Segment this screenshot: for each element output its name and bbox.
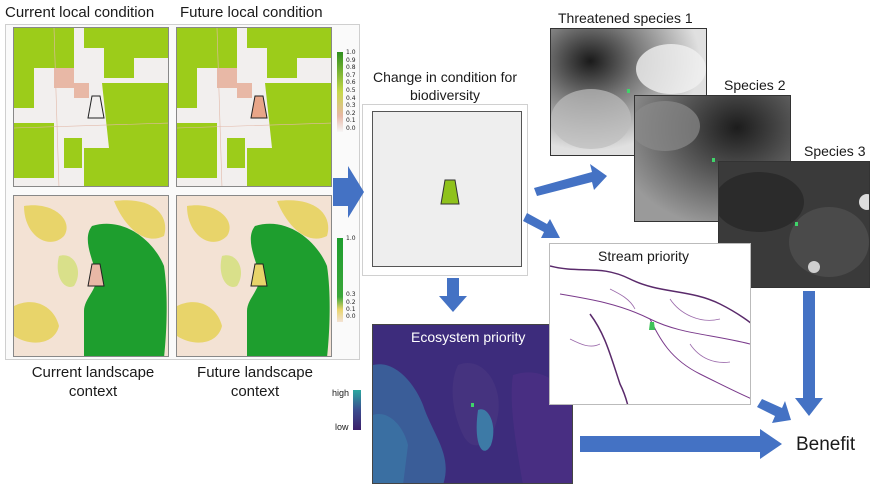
change-title: Change in condition for biodiversity [373, 69, 517, 103]
legend-tick-label: 0.0 [346, 313, 356, 320]
threatened-title: Threatened species 1 [558, 10, 693, 26]
legend-local-colorbar [337, 52, 343, 132]
legend-tick-label: 0.6 [346, 79, 356, 87]
future-landscape-map-image [177, 196, 331, 356]
ecosystem-legend: high low [332, 386, 372, 432]
legend-tick-label: 0.2 [346, 109, 356, 117]
species3-map-image [719, 162, 869, 287]
legend-tick-label: 1.0 [346, 49, 356, 56]
legend-tick-label: 0.7 [346, 71, 356, 79]
stream-map-image [550, 265, 750, 404]
future-local-map [176, 27, 332, 187]
legend-high-label: high [332, 388, 350, 398]
legend-tick-label: 0.4 [346, 94, 356, 102]
legend-tick-label: 1.0 [346, 235, 356, 242]
legend-tick-label: 0.8 [346, 64, 356, 72]
legend-tick-label: 0.1 [346, 117, 356, 125]
current-landscape-map [13, 195, 169, 357]
arrow-species-to-benefit [795, 291, 823, 416]
future-landscape-title: Future landscape context [197, 364, 313, 400]
current-local-title: Current local condition [5, 4, 155, 21]
current-local-map-image [14, 28, 168, 186]
stream-title: Stream priority [598, 248, 690, 264]
legend-tick-label: 0.9 [346, 56, 356, 64]
legend-tick-label: 0.5 [346, 87, 356, 94]
change-map-image [440, 179, 460, 205]
species3-title: Species 3 [804, 143, 866, 159]
arrow-stream-to-benefit [757, 399, 791, 423]
species3-map [718, 161, 870, 288]
current-landscape-title: Current landscape context [31, 364, 155, 400]
current-local-map [13, 27, 169, 187]
legend-landscape-colorbar [337, 238, 343, 322]
stream-map: Stream priority [549, 243, 751, 405]
arrow-to-ecosystem [439, 278, 467, 312]
legend-low-label: low [335, 422, 349, 432]
arrow-to-stream [523, 213, 560, 238]
change-map [362, 104, 528, 276]
ecosystem-title: Ecosystem priority [411, 329, 526, 345]
current-landscape-map-image [14, 196, 168, 356]
legend-tick-label: 0.1 [346, 306, 356, 313]
benefit-label: Benefit [796, 434, 856, 455]
arrow-ecosystem-to-benefit [580, 429, 782, 459]
legend-tick-label: 0.3 [346, 102, 356, 110]
legend-tick-label: 0.0 [346, 125, 356, 132]
ecosystem-colorbar [353, 390, 361, 430]
future-local-title: Future local condition [180, 4, 323, 21]
future-local-map-image [177, 28, 331, 186]
arrow-to-species [534, 164, 607, 196]
legend-tick-label: 0.2 [346, 299, 356, 306]
future-landscape-map [176, 195, 332, 357]
ecosystem-map: Ecosystem priority [372, 324, 573, 484]
legend-tick-label: 0.3 [346, 291, 356, 298]
ecosystem-map-image [373, 325, 572, 483]
species2-title: Species 2 [724, 77, 786, 93]
change-map-plot [372, 111, 522, 267]
